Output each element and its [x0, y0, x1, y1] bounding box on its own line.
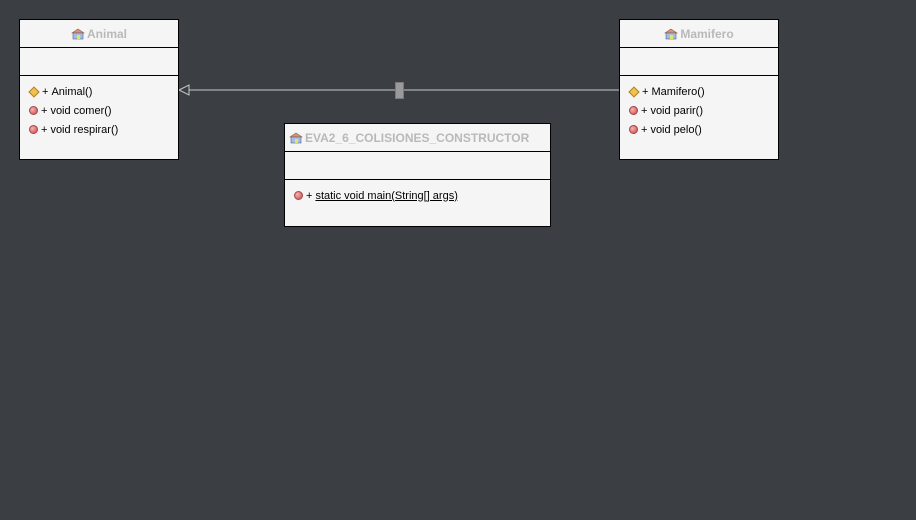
- method-row[interactable]: + void respirar(): [20, 120, 178, 139]
- visibility-marker: +: [641, 123, 648, 136]
- constructor-icon: [28, 85, 40, 98]
- class-name: Mamifero: [680, 26, 734, 41]
- class-box-animal[interactable]: Animal + Animal() + void comer() + void …: [19, 19, 179, 160]
- visibility-marker: +: [41, 123, 48, 136]
- public-method-icon: [29, 125, 38, 134]
- method-signature: static void main(String[] args): [315, 189, 458, 202]
- method-row[interactable]: + static void main(String[] args): [285, 186, 550, 205]
- attributes-compartment: [20, 48, 178, 76]
- generalization-arrowhead: [177, 84, 190, 96]
- method-row[interactable]: + Mamifero(): [620, 82, 778, 101]
- class-header-animal: Animal: [20, 20, 178, 48]
- class-name: EVA2_6_COLISIONES_CONSTRUCTOR: [305, 130, 530, 145]
- visibility-marker: +: [306, 189, 313, 202]
- attributes-compartment: [620, 48, 778, 76]
- method-row[interactable]: + void pelo(): [620, 120, 778, 139]
- class-icon: [664, 28, 679, 39]
- method-row[interactable]: + void comer(): [20, 101, 178, 120]
- class-header-main: EVA2_6_COLISIONES_CONSTRUCTOR: [285, 124, 550, 152]
- method-row[interactable]: + Animal(): [20, 82, 178, 101]
- public-method-icon: [29, 106, 38, 115]
- public-method-icon: [629, 125, 638, 134]
- public-method-icon: [629, 106, 638, 115]
- method-signature: void parir(): [650, 104, 704, 117]
- methods-compartment: + Mamifero() + void parir() + void pelo(…: [620, 76, 778, 139]
- static-method-icon: [294, 191, 303, 200]
- method-signature: void comer(): [50, 104, 112, 117]
- visibility-marker: +: [42, 85, 49, 98]
- method-row[interactable]: + void parir(): [620, 101, 778, 120]
- class-icon: [70, 28, 85, 39]
- methods-compartment: + Animal() + void comer() + void respira…: [20, 76, 178, 139]
- class-icon: [289, 132, 303, 143]
- attributes-compartment: [285, 152, 550, 180]
- methods-compartment: + static void main(String[] args): [285, 180, 550, 205]
- visibility-marker: +: [41, 104, 48, 117]
- class-name: Animal: [86, 26, 127, 41]
- method-signature: Mamifero(): [651, 85, 705, 98]
- method-signature: void pelo(): [650, 123, 702, 136]
- method-signature: Animal(): [51, 85, 93, 98]
- method-signature: void respirar(): [50, 123, 119, 136]
- connector-drag-handle[interactable]: [395, 82, 404, 99]
- visibility-marker: +: [642, 85, 649, 98]
- class-box-mamifero[interactable]: Mamifero + Mamifero() + void parir() + v…: [619, 19, 779, 160]
- class-box-main[interactable]: EVA2_6_COLISIONES_CONSTRUCTOR + static v…: [284, 123, 551, 227]
- visibility-marker: +: [641, 104, 648, 117]
- constructor-icon: [628, 85, 640, 98]
- class-header-mamifero: Mamifero: [620, 20, 778, 48]
